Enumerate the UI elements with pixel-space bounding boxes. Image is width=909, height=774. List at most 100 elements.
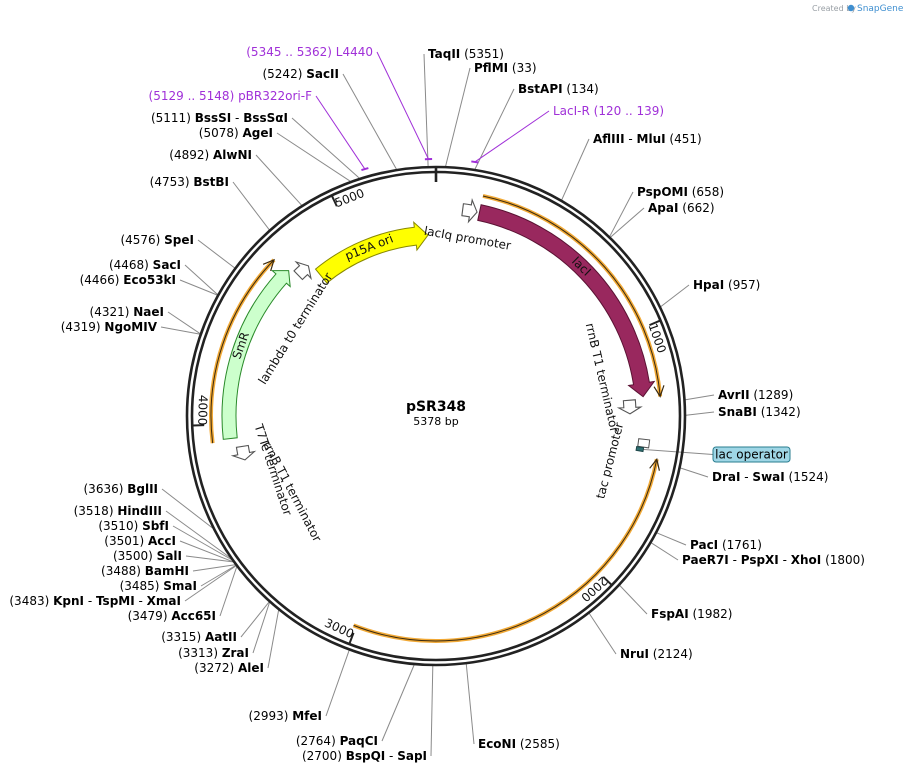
site-Eco53kI[interactable]: (4466) Eco53kI	[80, 273, 176, 287]
primer-leader	[376, 51, 429, 160]
site-AatII[interactable]: (3315) AatII	[161, 630, 237, 644]
site-leader	[325, 650, 350, 717]
site-name: TspMI	[96, 594, 135, 608]
feature-SmR[interactable]	[221, 270, 291, 440]
site-AvrII[interactable]: AvrII (1289)	[718, 388, 793, 402]
credit-brand[interactable]: SnapGene	[857, 4, 904, 14]
site-leader	[200, 565, 236, 587]
site-AflIII[interactable]: AflIII - MluI (451)	[593, 132, 702, 146]
site-separator: -	[84, 594, 96, 608]
site-leader	[185, 555, 234, 563]
site-BstBI[interactable]: (4753) BstBI	[150, 175, 229, 189]
orange-arc-head	[649, 457, 660, 471]
feature-lacI[interactable]	[477, 204, 656, 398]
site-name: DraI	[712, 470, 740, 484]
site-BspQI[interactable]: (2700) BspQI - SapI	[302, 749, 427, 763]
site-coord: (3501)	[104, 534, 148, 548]
site-NruI[interactable]: NruI (2124)	[620, 647, 693, 661]
site-SnaBI[interactable]: SnaBI (1342)	[718, 405, 801, 419]
site-SmaI[interactable]: (3485) SmaI	[120, 579, 197, 593]
site-leader	[474, 88, 515, 170]
site-name: Acc65I	[171, 609, 216, 623]
site-name: PacI	[690, 538, 718, 552]
site-coord: (957)	[724, 278, 760, 292]
site-KpnI[interactable]: (3483) KpnI - TspMI - XmaI	[9, 594, 181, 608]
site-name: NgoMIV	[104, 320, 157, 334]
site-SalI[interactable]: (3500) SalI	[113, 549, 182, 563]
site-coord: (1524)	[785, 470, 829, 484]
site-coord: (5242)	[262, 67, 306, 81]
site-leader	[342, 73, 397, 170]
site-AlwNI[interactable]: (4892) AlwNI	[169, 148, 252, 162]
primer-LacI-R[interactable]: LacI-R (120 .. 139)	[553, 104, 664, 118]
feature-lac-operator[interactable]	[635, 446, 645, 453]
site-leader	[160, 326, 200, 335]
site-SacI[interactable]: (4468) SacI	[109, 258, 181, 272]
site-leader	[465, 664, 475, 745]
orange-arc-core	[353, 459, 658, 642]
site-coord: (4892)	[169, 148, 213, 162]
site-NgoMIV[interactable]: (4319) NgoMIV	[61, 320, 158, 334]
feature-label-lacIq-promoter: lacIq promoter	[423, 224, 512, 253]
site-name: ApaI	[648, 201, 678, 215]
site-coord: (3485)	[120, 579, 164, 593]
site-BamHI[interactable]: (3488) BamHI	[101, 564, 189, 578]
feature-p15A-ori[interactable]	[314, 221, 429, 284]
site-leader	[561, 138, 590, 201]
tick-mark	[649, 319, 660, 327]
site-name: BssSI	[195, 111, 232, 125]
site-DraI[interactable]: DraI - SwaI (1524)	[712, 470, 828, 484]
backbone	[185, 165, 687, 667]
site-MfeI[interactable]: (2993) MfeI	[249, 709, 322, 723]
credit: Created by SnapGene	[812, 4, 904, 14]
primer-L4440[interactable]: (5345 .. 5362) L4440	[246, 45, 373, 59]
site-PspOMI[interactable]: PspOMI (658)	[637, 185, 724, 199]
site-coord: (4466)	[80, 273, 124, 287]
primer-mark	[471, 160, 479, 164]
site-BglII[interactable]: (3636) BglII	[84, 482, 159, 496]
site-NaeI[interactable]: (4321) NaeI	[90, 305, 164, 319]
site-leader	[184, 264, 218, 295]
site-AgeI[interactable]: (5078) AgeI	[199, 126, 273, 140]
site-ApaI[interactable]: ApaI (662)	[648, 201, 715, 215]
site-HpaI[interactable]: HpaI (957)	[693, 278, 760, 292]
site-EcoNI[interactable]: EcoNI (2585)	[478, 737, 560, 751]
feature-T7Te-terminator	[230, 444, 257, 461]
site-coord: (3518)	[74, 504, 118, 518]
site-AccI[interactable]: (3501) AccI	[104, 534, 176, 548]
site-PaqCI[interactable]: (2764) PaqCI	[296, 734, 378, 748]
site-Acc65I[interactable]: (3479) Acc65I	[128, 609, 216, 623]
site-SacII[interactable]: (5242) SacII	[262, 67, 339, 81]
site-leader	[619, 585, 648, 615]
lac-operator-badge[interactable]	[712, 446, 791, 463]
site-coord: (3315)	[161, 630, 205, 644]
site-name: ZraI	[222, 646, 249, 660]
site-coord: (4576)	[120, 233, 164, 247]
snapgene-logo-icon	[847, 4, 855, 12]
site-leader	[179, 540, 233, 563]
site-TaqII[interactable]: TaqII (5351)	[428, 47, 504, 61]
site-leader	[255, 154, 302, 206]
site-leader	[197, 239, 235, 269]
site-PacI[interactable]: PacI (1761)	[690, 538, 762, 552]
primer-pBR322ori-F[interactable]: (5129 .. 5148) pBR322ori-F	[149, 89, 313, 103]
site-BssSI[interactable]: (5111) BssSI - BssSαI	[151, 111, 288, 125]
site-separator: -	[625, 132, 637, 146]
site-name: PspOMI	[637, 185, 688, 199]
site-BstAPI[interactable]: BstAPI (134)	[518, 82, 599, 96]
site-leader	[660, 284, 690, 307]
primer-name: L4440	[336, 45, 373, 59]
site-coord: (4468)	[109, 258, 153, 272]
site-SbfI[interactable]: (3510) SbfI	[98, 519, 169, 533]
site-HindIII[interactable]: (3518) HindIII	[74, 504, 162, 518]
site-coord: (33)	[508, 61, 536, 75]
site-coord: (4321)	[90, 305, 134, 319]
site-ZraI[interactable]: (3313) ZraI	[178, 646, 249, 660]
site-PflMI[interactable]: PflMI (33)	[474, 61, 537, 75]
site-FspAI[interactable]: FspAI (1982)	[651, 607, 732, 621]
site-PaeR7I[interactable]: PaeR7I - PspXI - XhoI (1800)	[682, 553, 865, 567]
site-AleI[interactable]: (3272) AleI	[194, 661, 264, 675]
site-SpeI[interactable]: (4576) SpeI	[120, 233, 194, 247]
site-coord: (3483)	[9, 594, 53, 608]
